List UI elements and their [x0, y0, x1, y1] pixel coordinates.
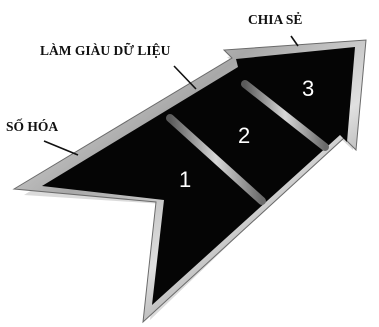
- label-enrich: LÀM GIÀU DỮ LIỆU: [40, 43, 171, 58]
- step-number-3: 3: [302, 76, 314, 101]
- step-number-1: 1: [179, 167, 191, 192]
- leader-enrich: [174, 66, 196, 89]
- leader-share: [291, 36, 298, 46]
- step-number-2: 2: [238, 123, 250, 148]
- label-digitize: SỐ HÓA: [6, 119, 58, 134]
- leader-digitize: [44, 141, 78, 155]
- label-share: CHIA SẺ: [248, 12, 302, 27]
